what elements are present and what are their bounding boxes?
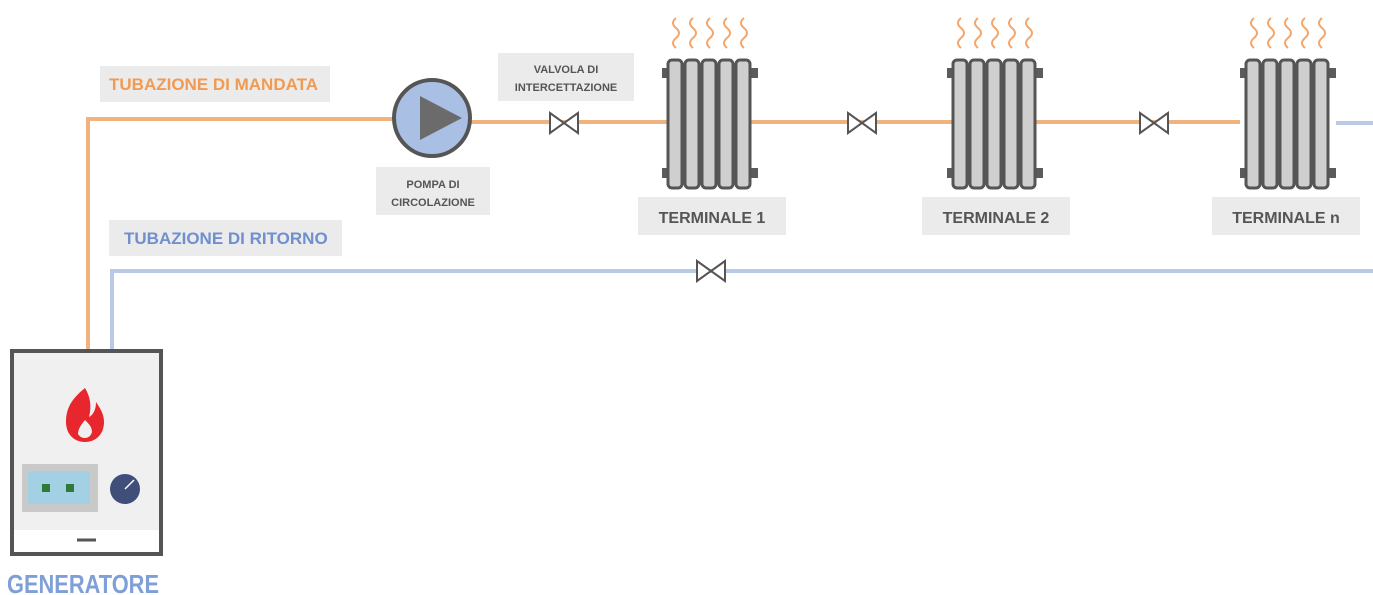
supply-pipe-label-bg bbox=[100, 66, 330, 102]
heat-waves-icon bbox=[957, 17, 1033, 49]
valve-icon bbox=[1139, 111, 1169, 135]
pump-label-line2: CIRCOLAZIONE bbox=[391, 197, 475, 209]
valve-icon bbox=[549, 111, 579, 135]
pump-label-line1: POMPA DI bbox=[406, 179, 459, 191]
radiator-icon bbox=[660, 58, 760, 190]
valve-icon bbox=[696, 259, 726, 283]
generator-boiler bbox=[10, 349, 163, 556]
pump-label-bg bbox=[376, 167, 490, 215]
flame-icon bbox=[66, 388, 104, 442]
knob-icon bbox=[110, 474, 140, 504]
terminal-label-bg bbox=[922, 197, 1070, 235]
valve-icon bbox=[847, 111, 877, 135]
valve-label-bg bbox=[498, 53, 634, 101]
terminal-label-bg bbox=[638, 197, 786, 235]
generator-label: GENERATORE bbox=[7, 569, 159, 595]
radiator-icon bbox=[945, 58, 1045, 190]
heat-waves-icon bbox=[672, 17, 748, 49]
return-pipe-label-bg bbox=[109, 220, 342, 256]
heat-waves-icon bbox=[1250, 17, 1326, 49]
valve-label-line1: VALVOLA DI bbox=[534, 64, 599, 76]
supply-pipe bbox=[86, 117, 400, 352]
display-screen bbox=[28, 471, 90, 504]
return-pipe bbox=[110, 269, 1373, 352]
radiator-icon bbox=[1238, 58, 1338, 190]
pump-icon bbox=[392, 78, 472, 158]
supply-pipe-label: TUBAZIONE DI MANDATA bbox=[109, 75, 318, 94]
valve-label-line2: INTERCETTAZIONE bbox=[515, 82, 617, 94]
terminal-label: TERMINALE 2 bbox=[943, 210, 1050, 227]
return-pipe-label: TUBAZIONE DI RITORNO bbox=[124, 229, 328, 248]
terminal-label-bg bbox=[1212, 197, 1360, 235]
terminal-label: TERMINALE 1 bbox=[659, 210, 766, 227]
terminal-label: TERMINALE n bbox=[1232, 210, 1340, 227]
